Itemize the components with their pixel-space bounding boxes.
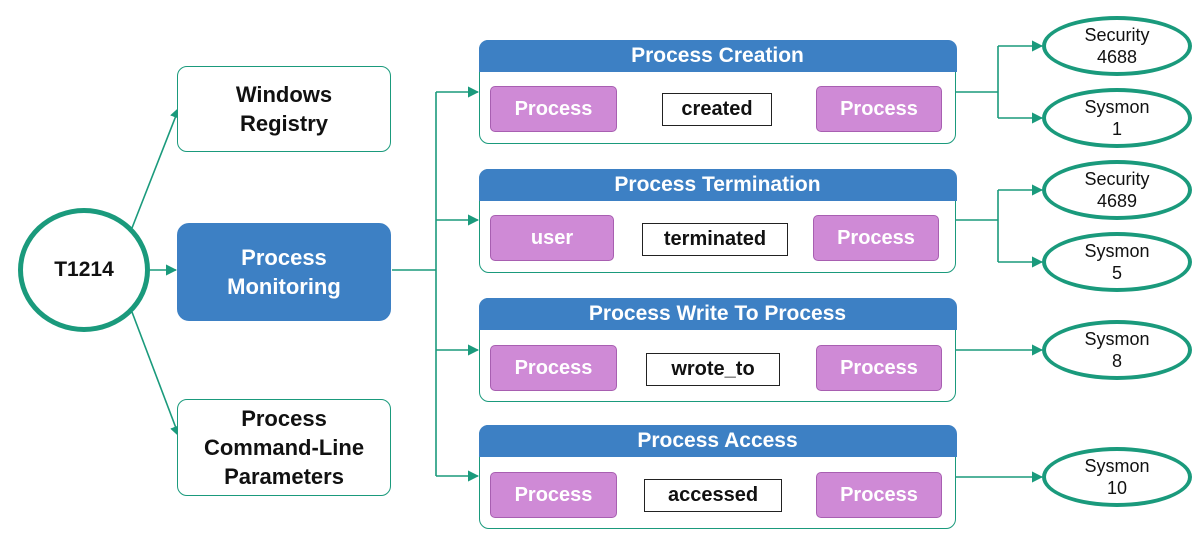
object-box: Process: [816, 86, 942, 132]
object-box: Process: [813, 215, 939, 261]
relation-label: terminated: [642, 223, 788, 256]
group-process-write-to-process: Process Write To Process Process wrote_t…: [478, 297, 957, 402]
relation-label: wrote_to: [646, 353, 780, 386]
data-source-command-line: Process Command-Line Parameters: [177, 399, 391, 496]
event-sysmon-8: Sysmon 8: [1042, 320, 1192, 380]
subject-box: Process: [490, 472, 617, 518]
data-source-registry-label: Windows Registry: [235, 82, 333, 136]
event-security-4689: Security 4689: [1042, 160, 1192, 220]
object-box: Process: [816, 345, 942, 391]
subject-box: Process: [490, 345, 617, 391]
technique-label: T1214: [54, 258, 114, 281]
data-source-registry: Windows Registry: [177, 66, 391, 152]
data-source-command-line-label: Process Command-Line Parameters: [203, 406, 365, 489]
group-title: Process Termination: [478, 168, 957, 201]
group-title: Process Write To Process: [478, 297, 957, 330]
group-process-access: Process Access Process accessed Process: [478, 424, 957, 529]
edge-root-command-line: [131, 311, 181, 438]
event-sysmon-5: Sysmon 5: [1042, 232, 1192, 292]
group-title: Process Access: [478, 424, 957, 457]
edge-root-registry: [131, 106, 181, 229]
event-sysmon-10: Sysmon 10: [1042, 447, 1192, 507]
group-process-creation: Process Creation Process created Process: [478, 39, 957, 144]
relation-label: created: [662, 93, 772, 126]
subject-box: user: [490, 215, 614, 261]
object-box: Process: [816, 472, 942, 518]
event-sysmon-1: Sysmon 1: [1042, 88, 1192, 148]
relation-label: accessed: [644, 479, 782, 512]
group-process-termination: Process Termination user terminated Proc…: [478, 168, 957, 273]
event-security-4688: Security 4688: [1042, 16, 1192, 76]
data-source-process-monitoring: Process Monitoring: [177, 223, 391, 321]
group-title: Process Creation: [478, 39, 957, 72]
subject-box: Process: [490, 86, 617, 132]
data-source-process-monitoring-label: Process Monitoring: [227, 245, 341, 299]
technique-node: T1214: [18, 208, 150, 332]
